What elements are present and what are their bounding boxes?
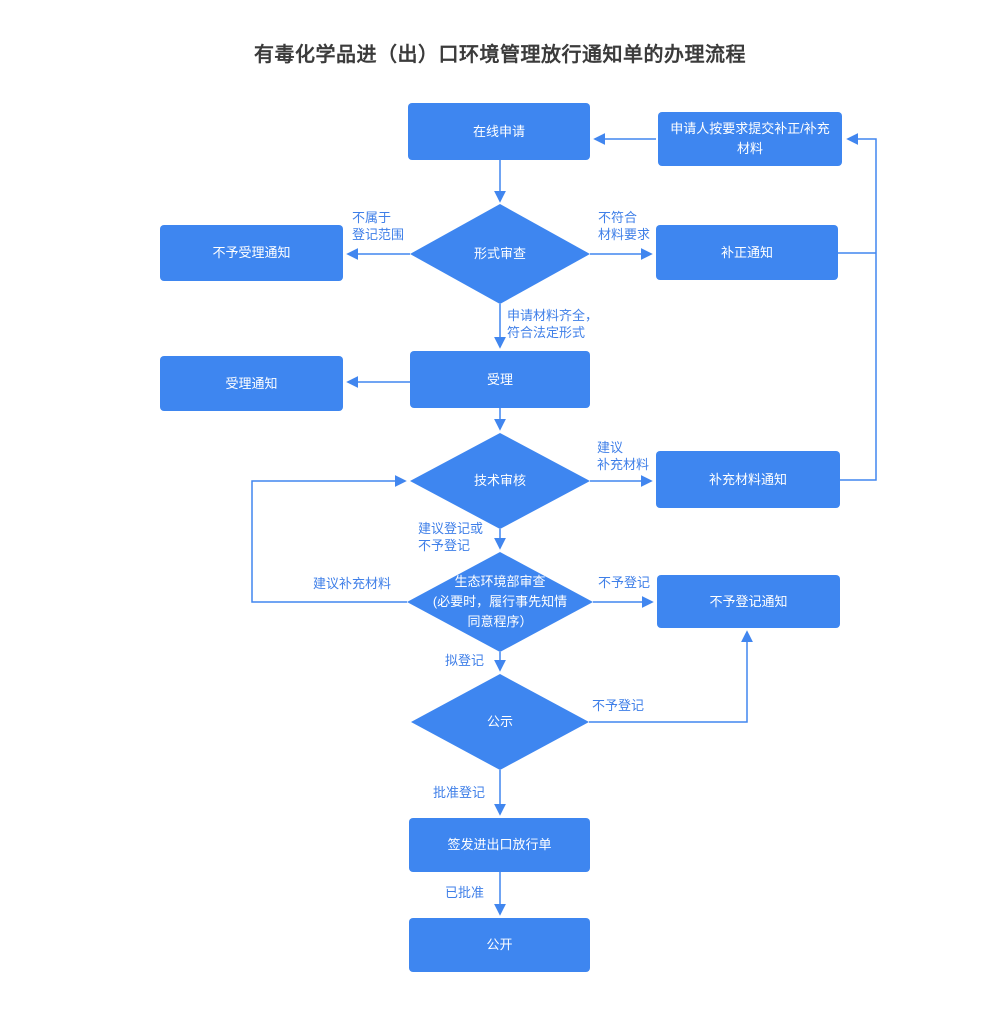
edge-label-no-register-public: 不予登记 <box>592 698 645 713</box>
edge-label-approve-register: 批准登记 <box>433 785 486 800</box>
node-no-registration-notice: 不予登记通知 <box>657 575 840 628</box>
node-issue-permit: 签发进出口放行单 <box>409 818 590 872</box>
node-correction-notice: 补正通知 <box>656 225 838 280</box>
edge-label-suggest-register-or-not: 建议登记或 不予登记 <box>418 521 484 553</box>
edge-mee-back-to-technical <box>251 475 407 603</box>
node-accept-notice: 受理通知 <box>160 356 343 411</box>
node-resubmit-materials: 申请人按要求提交补正/补充材料 <box>658 112 842 166</box>
edge-loop-to-resubmit <box>840 133 877 481</box>
edge-label-suggest-supplement-wrapped: 建议 补充材料 <box>597 440 650 472</box>
node-not-accepted-notice: 不予受理通知 <box>160 225 343 281</box>
node-accept: 受理 <box>410 351 590 408</box>
edge-public-to-no-register <box>589 630 753 723</box>
page-title: 有毒化学品进（出）口环境管理放行通知单的办理流程 <box>254 44 746 66</box>
edge-label-approved: 已批准 <box>445 885 485 900</box>
edge-label-proposed-register: 拟登记 <box>445 653 485 668</box>
edge-label-not-in-scope: 不属于 登记范围 <box>352 210 405 242</box>
node-supplement-notice: 补充材料通知 <box>656 451 840 508</box>
edge-label-materials-complete: 申请材料齐全， 符合法定形式 <box>507 308 599 340</box>
edge-label-not-meet-requirements: 不符合 材料要求 <box>598 210 651 242</box>
edge-label-no-register-right: 不予登记 <box>598 575 651 590</box>
node-disclosure: 公开 <box>409 918 590 972</box>
edge-label-suggest-supplement: 建议补充材料 <box>313 576 392 591</box>
node-online-apply: 在线申请 <box>408 103 590 160</box>
